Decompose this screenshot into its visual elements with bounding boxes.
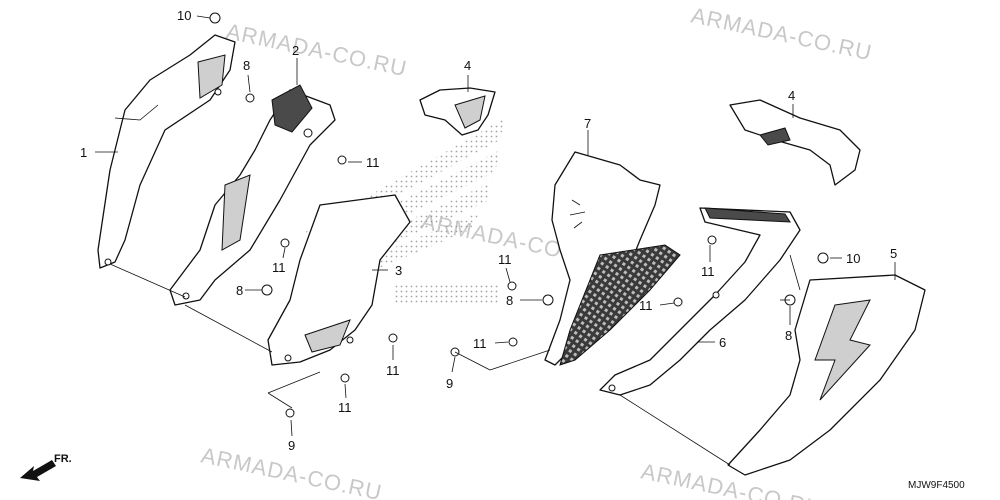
screw-icon: [280, 238, 290, 248]
part-3-center-panel: [267, 194, 411, 366]
leader-lines: [95, 15, 896, 437]
screw-icon: [285, 408, 295, 418]
screw-icon: [337, 155, 347, 165]
callout-label: 11: [639, 298, 653, 313]
screw-icon: [388, 333, 398, 343]
callout-label: 11: [272, 260, 286, 275]
callout-label: 4: [788, 88, 795, 103]
callout-label: 5: [890, 246, 897, 261]
callout-label: 11: [473, 336, 487, 351]
watermark-text: ARMADA-CO.RU: [689, 2, 875, 65]
part-6-strut: [599, 207, 801, 396]
callout-label: 8: [506, 293, 513, 308]
callout-label: 7: [584, 116, 591, 131]
screw-icon: [261, 284, 273, 296]
diagram-code: MJW9F4500: [908, 480, 965, 491]
callout-label: 8: [785, 328, 792, 343]
screw-icon: [340, 373, 350, 383]
direction-arrow-icon: [20, 460, 56, 481]
part-2-inner-frame: [169, 84, 336, 306]
callout-label: 8: [243, 58, 250, 73]
fasteners: [209, 12, 829, 418]
screw-icon: [817, 252, 829, 264]
callout-label: 11: [386, 363, 400, 378]
part-4-bracket-left: [419, 87, 496, 136]
callout-label: 11: [701, 264, 715, 279]
callout-label: 3: [395, 263, 402, 278]
callout-label: 2: [292, 43, 299, 58]
front-direction-indicator: FR.: [20, 453, 72, 481]
callout-label: 10: [846, 251, 860, 266]
callout-label: 4: [464, 58, 471, 73]
screw-icon: [542, 294, 554, 306]
watermark-text: ARMADA-CO.RU: [224, 18, 410, 81]
callout-label: 11: [498, 252, 512, 267]
callout-label: 1: [80, 145, 87, 160]
screw-icon: [673, 297, 683, 307]
callout-label: 11: [366, 155, 380, 170]
part-7-front-cover: [544, 151, 681, 366]
callout-label: 9: [446, 376, 453, 391]
screw-icon: [707, 235, 717, 245]
screw-icon: [245, 93, 255, 103]
direction-label: FR.: [54, 453, 72, 465]
screw-icon: [507, 281, 517, 291]
part-5-lower-fairing: [727, 274, 926, 476]
callout-label: 6: [719, 335, 726, 350]
callout-label: 11: [338, 400, 352, 415]
callout-label: 10: [177, 8, 191, 23]
callout-label: 9: [288, 438, 295, 453]
screw-icon: [209, 12, 221, 24]
callout-label: 8: [236, 283, 243, 298]
part-1-side-cover: [97, 34, 236, 269]
part-4-bracket-right: [729, 99, 861, 186]
callouts: 10 8 2 1 11 11 8 3 11 11 9 4 7 11 8 11 9…: [80, 8, 897, 453]
screw-icon: [508, 337, 518, 347]
assembly-guides: [109, 254, 801, 466]
